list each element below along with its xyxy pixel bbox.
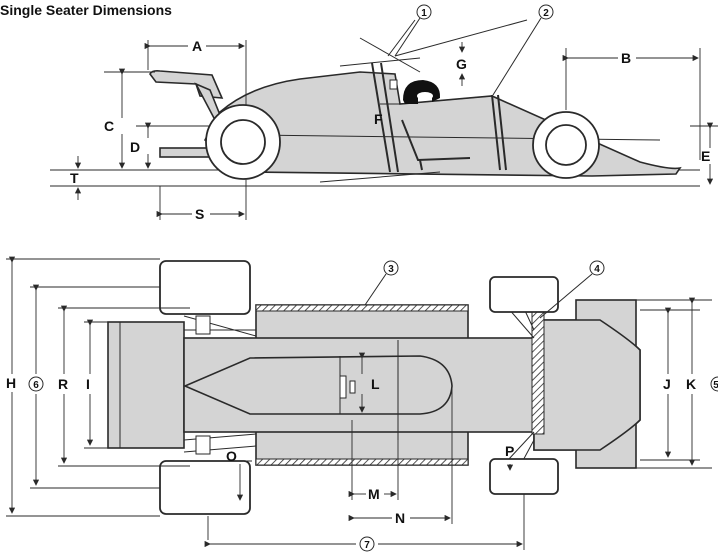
label-s: S xyxy=(195,206,204,222)
circled-7: 7 xyxy=(359,536,375,552)
circled-2: 2 xyxy=(538,4,554,20)
circled-5: 5 xyxy=(710,376,718,392)
sidepod-hatch-top xyxy=(255,304,469,312)
roll-bar-front-inner xyxy=(380,62,399,173)
template-line-3 xyxy=(387,19,416,57)
label-h: H xyxy=(6,375,16,391)
rear-tire-top xyxy=(159,260,251,315)
roll-bar-rear xyxy=(491,94,501,171)
svg-text:1: 1 xyxy=(421,8,427,19)
front-suspension xyxy=(507,299,535,467)
label-t: T xyxy=(70,170,79,186)
roll-bar-rear-inner xyxy=(497,94,507,171)
front-bulkhead xyxy=(531,311,545,435)
svg-text:2: 2 xyxy=(543,8,549,19)
rear-spring-bottom xyxy=(195,435,211,455)
label-r: R xyxy=(58,376,68,392)
helmet-visor xyxy=(417,92,433,100)
circled-1: 1 xyxy=(416,4,432,20)
circled-3: 3 xyxy=(383,260,399,276)
label-n: N xyxy=(395,510,405,526)
label-d: D xyxy=(130,139,140,155)
top-view: H 6 R I xyxy=(6,256,718,552)
rear-wheel xyxy=(205,104,281,180)
label-k: K xyxy=(686,376,696,392)
rear-suspension xyxy=(183,315,257,453)
label-e: E xyxy=(701,148,710,164)
label-o: O xyxy=(226,448,237,464)
svg-text:4: 4 xyxy=(594,264,600,275)
label-f: F xyxy=(374,111,383,127)
label-p: P xyxy=(505,443,514,459)
rear-tire-bottom xyxy=(159,460,251,515)
svg-text:3: 3 xyxy=(388,264,394,275)
sight-line xyxy=(394,19,528,57)
front-wheel xyxy=(532,111,600,179)
label-a: A xyxy=(192,38,202,54)
label-c: C xyxy=(104,118,114,134)
template-line-2 xyxy=(359,37,421,73)
front-tire-top xyxy=(489,276,559,313)
circled-4: 4 xyxy=(589,260,605,276)
steering-wheel xyxy=(339,375,347,399)
rear-spring-top xyxy=(195,315,211,335)
cockpit-top xyxy=(182,355,453,415)
roll-bar-front xyxy=(371,62,391,173)
front-tire-bottom xyxy=(489,458,559,495)
label-j: J xyxy=(663,376,671,392)
floor-sight-line xyxy=(319,171,441,183)
circled-6: 6 xyxy=(28,376,44,392)
sidepod-hatch-bottom xyxy=(255,458,469,466)
driver-helmet xyxy=(403,80,441,104)
rear-wing-top xyxy=(107,321,185,449)
seat-frame xyxy=(401,119,471,171)
svg-text:7: 7 xyxy=(364,540,370,551)
side-view: A B C D T S xyxy=(50,4,718,222)
label-g: G xyxy=(456,56,467,72)
mirror xyxy=(389,79,398,90)
diagram-title: Single Seater Dimensions xyxy=(0,2,172,18)
label-m: M xyxy=(368,486,380,502)
svg-text:5: 5 xyxy=(713,380,718,391)
svg-text:6: 6 xyxy=(33,380,39,391)
label-l: L xyxy=(371,376,380,392)
label-i: I xyxy=(86,376,90,392)
label-b: B xyxy=(621,50,631,66)
template-line xyxy=(339,57,421,67)
